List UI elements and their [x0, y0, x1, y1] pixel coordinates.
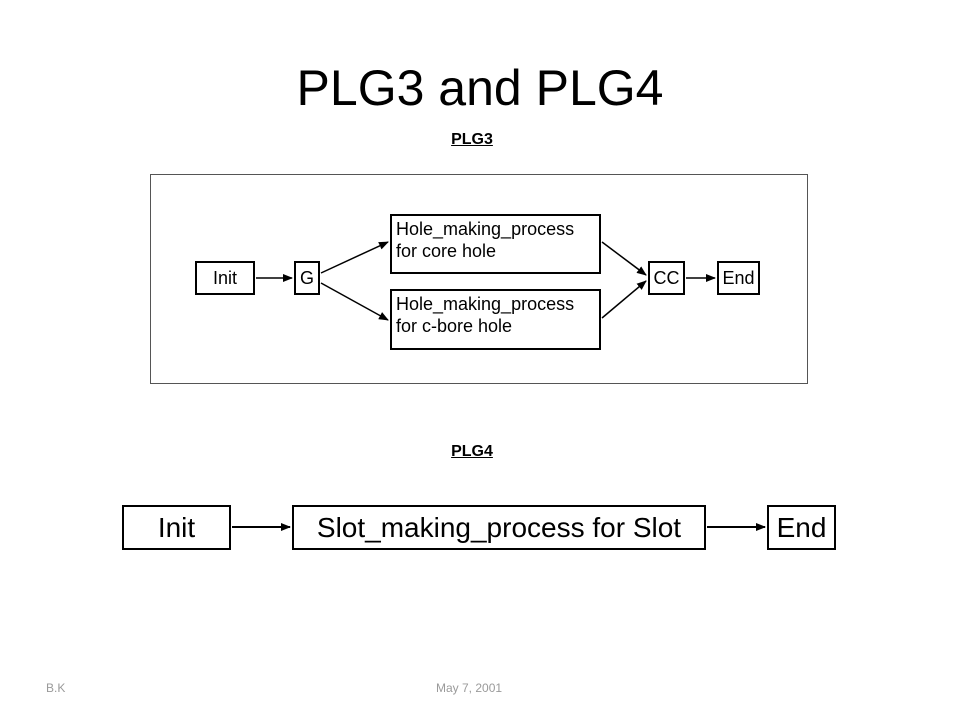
footer-date: May 7, 2001	[436, 681, 503, 695]
plg3-g-to-cbore-arrow	[320, 282, 389, 321]
plg3-init-node: Init	[195, 261, 255, 295]
plg4-init-node: Init	[122, 505, 231, 550]
hole-cbore-line2: for c-bore hole	[396, 316, 513, 336]
plg3-cbore-to-cc-arrow	[601, 280, 647, 319]
plg3-end-node: End	[717, 261, 760, 295]
hole-core-line2: for core hole	[396, 241, 497, 261]
plg3-label: PLG3	[451, 131, 493, 148]
plg4-label: PLG4	[451, 443, 493, 460]
plg3-core-to-cc-arrow	[601, 241, 647, 276]
plg3-hole-cbore-node: Hole_making_process for c-bore hole	[390, 289, 601, 350]
hole-core-line1: Hole_making_process	[396, 219, 575, 239]
plg4-slot-node: Slot_making_process for Slot	[292, 505, 706, 550]
footer-author: B.K	[46, 681, 66, 695]
plg3-diagram-frame	[150, 174, 808, 384]
plg3-cc-node: CC	[648, 261, 685, 295]
plg3-g-node: G	[294, 261, 320, 295]
plg3-g-to-core-arrow	[320, 241, 389, 274]
hole-cbore-line1: Hole_making_process	[396, 294, 575, 314]
plg4-end-node: End	[767, 505, 836, 550]
plg3-hole-core-node: Hole_making_process for core hole	[390, 214, 601, 274]
slide-title: PLG3 and PLG4	[296, 60, 664, 116]
